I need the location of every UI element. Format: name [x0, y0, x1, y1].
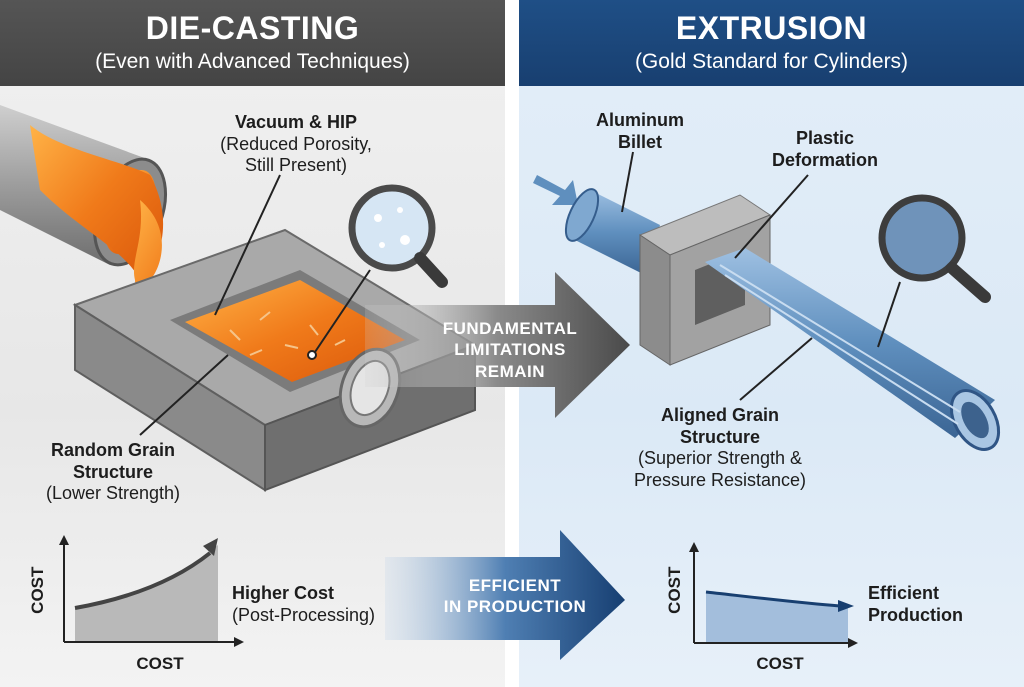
- vacuum-hip-label: Vacuum & HIP (Reduced Porosity, Still Pr…: [196, 112, 396, 177]
- left-x-axis-label: COST: [136, 654, 184, 673]
- random-grain-label: Random Grain Structure (Lower Strength): [28, 440, 198, 505]
- efficient-in-production-text: EFFICIENT IN PRODUCTION: [425, 575, 605, 618]
- left-y-axis-label: COST: [27, 566, 47, 614]
- random-grain-title1: Random Grain: [50, 440, 175, 460]
- fundamental-limitations-arrow: [365, 272, 630, 418]
- right-x-axis-label: COST: [756, 654, 804, 673]
- efficient-line2: Production: [868, 604, 963, 625]
- random-grain-note: (Lower Strength): [45, 483, 181, 504]
- aligned-grain-note2: Pressure Resistance): [633, 469, 807, 490]
- die-casting-title: DIE-CASTING: [145, 10, 360, 46]
- magnifier-icon: [348, 184, 448, 288]
- grain-marks: [229, 311, 346, 356]
- die-casting-header: DIE-CASTING (Even with Advanced Techniqu…: [0, 0, 505, 86]
- extruded-tube: [705, 248, 1001, 451]
- arrow-text-line1: FUNDAMENTAL: [442, 319, 578, 338]
- arrow-text-line2: LIMITATIONS: [454, 340, 566, 360]
- aligned-grain-title2: Structure: [679, 426, 760, 447]
- fundamental-limitations-text: FUNDAMENTAL LIMITATIONS REMAIN: [415, 318, 605, 382]
- arrow-text-line2: IN PRODUCTION: [443, 597, 587, 617]
- extrusion-header: EXTRUSION (Gold Standard for Cylinders): [519, 0, 1024, 86]
- plastic-deformation-label: Plastic Deformation: [750, 128, 900, 171]
- efficient-line1: Efficient: [868, 583, 940, 603]
- higher-cost-note: (Post-Processing): [232, 604, 376, 625]
- aluminum-billet-label: Aluminum Billet: [575, 110, 705, 153]
- efficient-production-chart: [689, 542, 858, 648]
- vacuum-hip-note1: (Reduced Porosity,: [220, 133, 372, 154]
- plastic-line1: Plastic: [795, 128, 855, 148]
- die-casting-subtitle: (Even with Advanced Techniques): [95, 50, 410, 73]
- extrusion-title: EXTRUSION: [675, 10, 868, 46]
- vacuum-hip-note2: Still Present): [244, 155, 348, 176]
- right-y-axis-label: COST: [664, 566, 684, 614]
- vacuum-hip-title: Vacuum & HIP: [234, 112, 358, 132]
- higher-cost-chart: [59, 535, 244, 647]
- billet-line1: Aluminum: [596, 110, 684, 130]
- higher-cost-label: Higher Cost (Post-Processing): [232, 583, 397, 626]
- random-grain-title2: Structure: [72, 461, 153, 482]
- efficient-production-arrow: [385, 530, 625, 660]
- billet-line2: Billet: [617, 131, 662, 152]
- magnifier-icon: [878, 194, 991, 303]
- aligned-grain-label: Aligned Grain Structure (Superior Streng…: [615, 405, 825, 491]
- extrusion-subtitle: (Gold Standard for Cylinders): [634, 50, 909, 73]
- higher-cost-title: Higher Cost: [232, 583, 335, 603]
- aligned-grain-note1: (Superior Strength &: [637, 448, 803, 469]
- push-arrow-icon: [533, 175, 578, 205]
- plastic-line2: Deformation: [771, 149, 878, 170]
- aluminum-billet: [564, 188, 660, 275]
- efficient-production-label: Efficient Production: [868, 583, 988, 626]
- aligned-grain-title1: Aligned Grain: [660, 405, 779, 425]
- arrow-text-line3: REMAIN: [474, 361, 546, 381]
- arrow-text-line1: EFFICIENT: [468, 576, 562, 595]
